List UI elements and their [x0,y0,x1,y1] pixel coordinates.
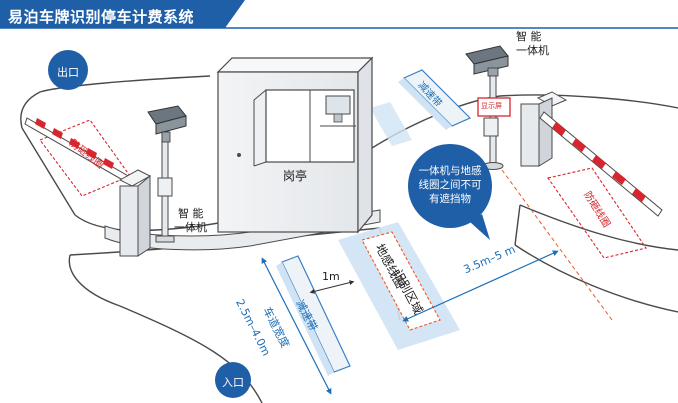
warning-line-2: 线圈之间不可 [418,179,482,191]
entrance-label: 入口 [222,376,244,389]
dimension-lines [261,250,559,395]
barrier-gate-right [520,91,663,217]
page-title: 易泊车牌识别停车计费系统 [8,8,195,26]
exit-detection-zone [370,102,412,146]
entrance-circle [215,362,251,398]
camera-right [465,45,511,170]
camera-sight-line [501,169,613,321]
barrier-gate-left [24,117,152,257]
camera-left [147,105,187,243]
booth-structure [216,56,374,234]
camera-left-label-line1: 智 能 [178,207,204,220]
warning-bubble-text: 一体机与地感 线圈之间不可 有遮挡物 [405,164,495,206]
camera-left-label-line2: 一体机 [174,221,207,234]
exit-label: 出口 [57,66,79,79]
camera-right-label-line1: 智 能 [516,30,542,43]
display-screen-label: 显示屏 [481,102,502,110]
warning-bubble [408,144,492,240]
booth-label: 岗亭 [283,169,308,183]
speed-bump-top-shape [398,69,472,130]
warning-line-3: 有遮挡物 [429,193,471,205]
anti-smash-coil-right-shape [547,167,647,259]
camera-right-label-line2: 一体机 [516,44,549,57]
warning-line-1: 一体机与地感 [418,165,482,177]
exit-circle [48,50,88,90]
title-banner [0,0,678,29]
dimension-1m-label: 1m [322,270,340,283]
